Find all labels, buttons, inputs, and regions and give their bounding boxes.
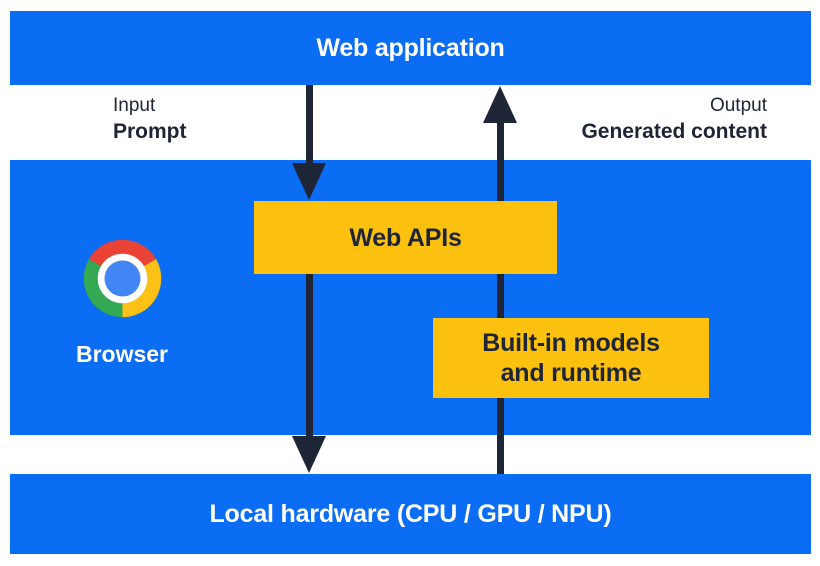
- web-application-label: Web application: [316, 33, 505, 62]
- to-hardware-arrowhead-icon: [292, 436, 326, 473]
- input-title: Input: [113, 95, 156, 116]
- output-label-group: Output Generated content: [581, 94, 767, 145]
- web-apis-label: Web APIs: [349, 223, 462, 252]
- input-label-group: Input Prompt: [113, 94, 187, 145]
- output-arrowhead-icon: [483, 86, 517, 123]
- output-title: Output: [709, 95, 767, 116]
- web-application-bar: Web application: [10, 11, 811, 85]
- builtin-models-box: Built-in models and runtime: [433, 318, 709, 398]
- input-value: Prompt: [113, 120, 187, 143]
- web-apis-box: Web APIs: [254, 201, 557, 274]
- output-arrow-line: [497, 122, 504, 474]
- browser-label: Browser: [75, 341, 169, 367]
- chrome-logo-icon: [83, 239, 162, 318]
- builtin-models-label-line2: and runtime: [500, 359, 642, 387]
- output-value: Generated content: [581, 120, 767, 143]
- builtin-models-label-line1: Built-in models: [482, 329, 660, 357]
- input-arrow-line: [306, 85, 313, 164]
- to-hardware-arrow-line: [306, 274, 313, 437]
- input-arrowhead-icon: [292, 163, 326, 200]
- local-hardware-label: Local hardware (CPU / GPU / NPU): [209, 499, 612, 528]
- local-hardware-bar: Local hardware (CPU / GPU / NPU): [10, 474, 811, 554]
